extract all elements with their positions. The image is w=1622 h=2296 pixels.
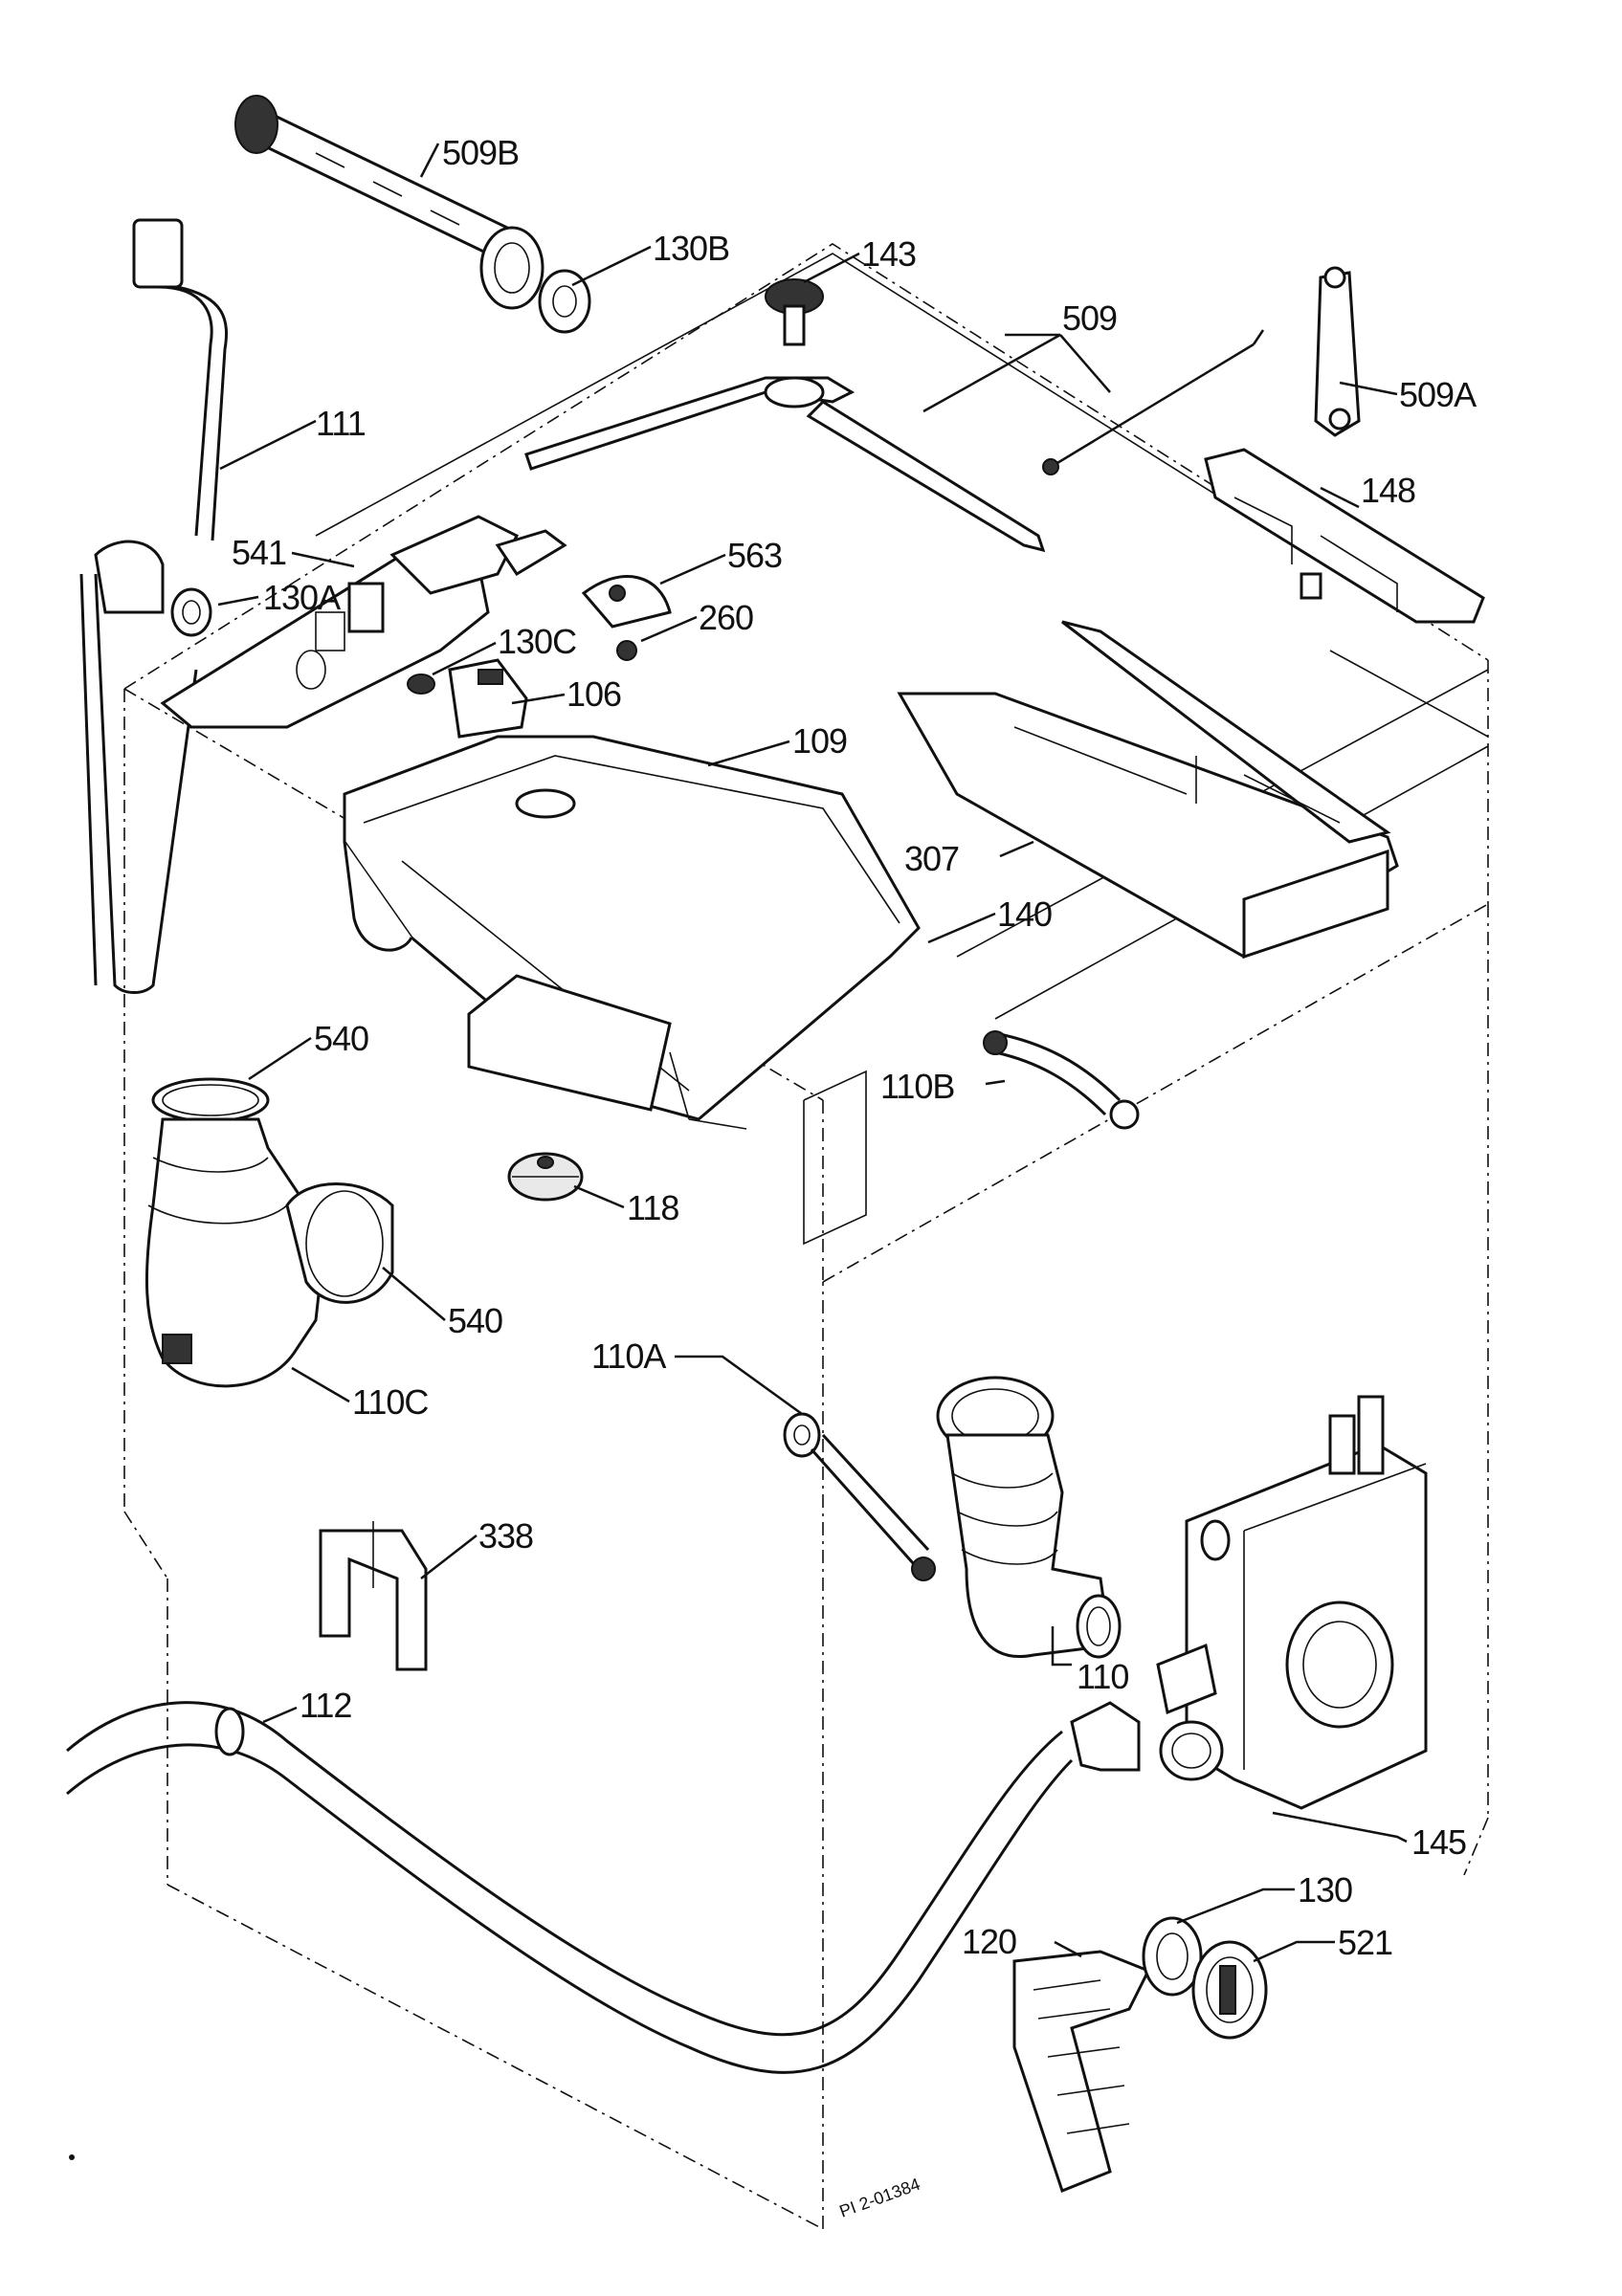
filter-120 xyxy=(1012,1950,1151,2193)
cap-521 xyxy=(1191,1940,1268,2040)
spring-260 xyxy=(616,640,637,661)
cover-148 xyxy=(1204,448,1485,624)
callout-labels: 509B 130B 143 509 509A 111 148 541 130A … xyxy=(232,133,1478,1962)
inlet-pipe-509b xyxy=(234,95,544,310)
hose-110a xyxy=(783,1412,936,1581)
hose-assembly-110c xyxy=(144,1077,394,1388)
callout-118: 118 xyxy=(627,1188,678,1227)
seal-130a xyxy=(170,587,212,637)
pump-145 xyxy=(1156,1395,1428,1810)
callout-143: 143 xyxy=(861,234,916,274)
part-106 xyxy=(448,658,528,739)
callout-120: 120 xyxy=(962,1922,1016,1961)
callout-110: 110 xyxy=(1077,1657,1128,1696)
part-143 xyxy=(765,278,824,346)
callout-130a: 130A xyxy=(263,578,341,617)
bellows-hose-110 xyxy=(936,1376,1122,1659)
clip-338 xyxy=(319,1521,428,1671)
leader-lines xyxy=(217,143,1408,1963)
callout-521: 521 xyxy=(1338,1923,1392,1962)
callout-307: 307 xyxy=(904,839,959,878)
callout-540-bottom: 540 xyxy=(448,1301,502,1340)
callout-338: 338 xyxy=(478,1516,533,1556)
callout-106: 106 xyxy=(567,674,621,714)
callout-109: 109 xyxy=(792,721,847,761)
gear-118 xyxy=(507,1152,584,1202)
callout-110b: 110B xyxy=(880,1067,954,1106)
callout-148: 148 xyxy=(1361,471,1415,510)
bracket-541 xyxy=(160,515,567,729)
seal-130 xyxy=(1142,1916,1203,1997)
drawing-code: PI 2-01384 xyxy=(837,2175,923,2221)
callout-563: 563 xyxy=(727,536,782,575)
callout-509: 509 xyxy=(1062,298,1117,338)
callout-110c: 110C xyxy=(352,1382,428,1422)
drain-hose-112 xyxy=(66,1701,1141,2074)
stray-dot xyxy=(69,2154,75,2160)
callout-130c: 130C xyxy=(498,622,576,661)
callout-260: 260 xyxy=(699,598,753,637)
dispenser-housing-109 xyxy=(343,735,921,1130)
spring-130c xyxy=(407,673,435,695)
callout-130b: 130B xyxy=(653,229,729,268)
rod-509-right xyxy=(1042,329,1265,475)
callout-130: 130 xyxy=(1298,1870,1352,1910)
callout-111: 111 xyxy=(316,404,366,443)
inlet-hose-111 xyxy=(79,218,229,994)
callout-145: 145 xyxy=(1411,1822,1466,1862)
part-563 xyxy=(581,575,672,629)
callout-110a: 110A xyxy=(591,1336,666,1376)
dispenser-arm-509 xyxy=(524,376,1046,553)
callout-509a: 509A xyxy=(1399,375,1477,414)
callout-509b: 509B xyxy=(442,133,519,172)
hose-110b xyxy=(983,1030,1140,1130)
callout-541: 541 xyxy=(232,533,286,572)
seal-130b xyxy=(538,269,591,334)
lever-509a xyxy=(1314,266,1361,437)
detergent-drawer-307 xyxy=(897,620,1399,960)
callout-112: 112 xyxy=(300,1686,351,1725)
callout-140: 140 xyxy=(997,894,1052,934)
callout-540-top: 540 xyxy=(314,1019,368,1058)
